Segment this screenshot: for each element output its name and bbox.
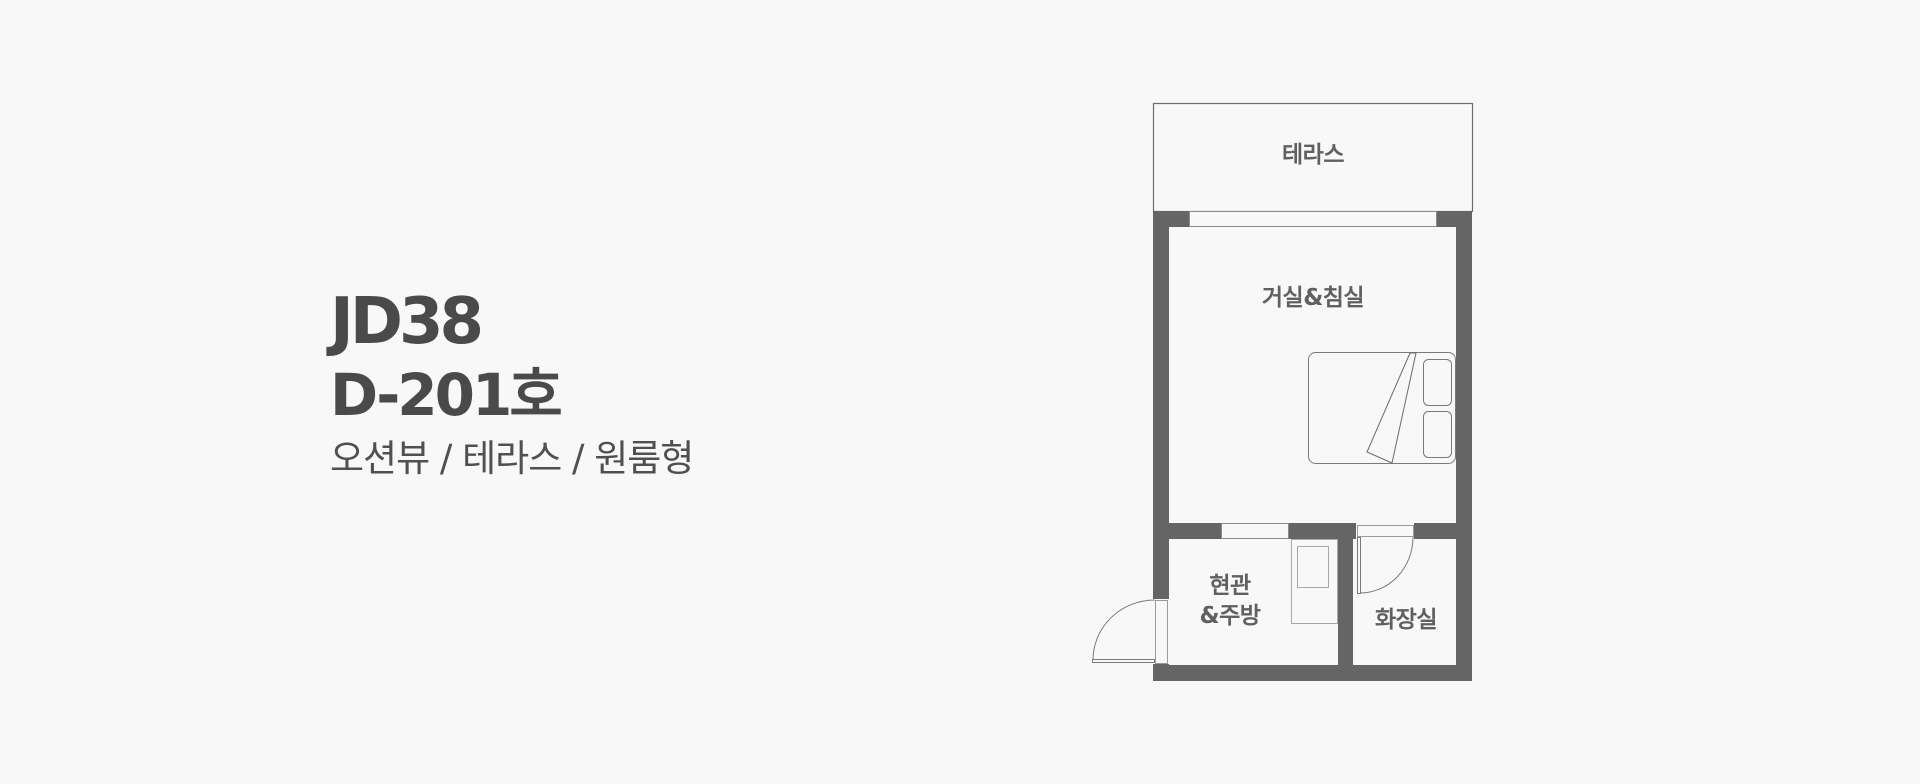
entrance-door-icon bbox=[1092, 599, 1168, 664]
bed-icon bbox=[1308, 352, 1456, 464]
kitchen-counter-icon bbox=[1291, 539, 1338, 624]
unit-number: D-201호 bbox=[330, 361, 563, 429]
terrace-window bbox=[1189, 211, 1437, 227]
bathroom-door-icon bbox=[1357, 525, 1414, 594]
room-label-entrance: 현관 bbox=[1209, 573, 1251, 599]
room-label-terrace: 테라스 bbox=[1282, 142, 1344, 168]
complex-code: JD38 bbox=[330, 285, 484, 359]
room-label-kitchen: &주방 bbox=[1199, 603, 1261, 629]
room-label-living-bedroom: 거실&침실 bbox=[1261, 285, 1365, 311]
interior-window bbox=[1221, 523, 1289, 539]
walls bbox=[1153, 211, 1472, 681]
room-label-bathroom: 화장실 bbox=[1375, 607, 1437, 633]
unit-info: JD38 D-201호 오션뷰 / 테라스 / 원룸형 bbox=[330, 285, 694, 484]
unit-features: 오션뷰 / 테라스 / 원룸형 bbox=[330, 437, 694, 480]
room-label-entrance-kitchen: 현관 &주방 bbox=[1180, 571, 1280, 631]
